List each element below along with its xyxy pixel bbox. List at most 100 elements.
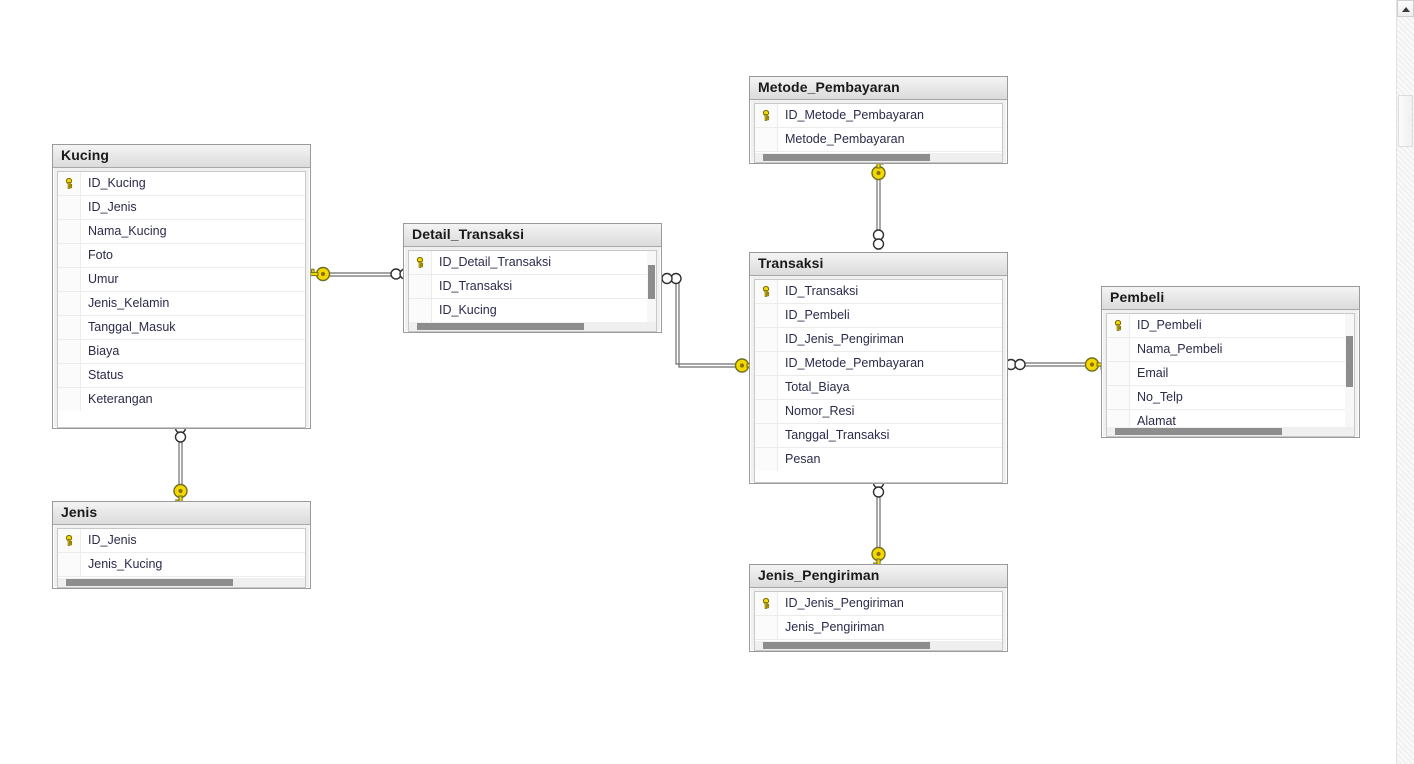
column-label: ID_Kucing [88,176,146,190]
column-label: Biaya [88,344,120,358]
column-row[interactable]: Jenis_Pengiriman [755,616,1002,640]
primary-key-icon [762,110,770,121]
column-gutter [755,352,778,375]
scrollbar-thumb[interactable] [648,265,655,299]
column-gutter [58,316,81,339]
column-gutter [58,268,81,291]
column-gutter [58,553,81,576]
column-row[interactable]: ID_Pembeli [1107,314,1354,338]
column-row[interactable]: ID_Kucing [409,299,656,323]
column-row[interactable]: ID_Transaksi [755,280,1002,304]
column-list-horizontal-scrollbar[interactable] [755,641,1002,650]
column-list-horizontal-scrollbar[interactable] [409,322,656,331]
scrollbar-track[interactable] [1397,17,1414,764]
column-row[interactable]: ID_Kucing [58,172,305,196]
column-gutter [1107,362,1130,385]
column-row[interactable]: ID_Detail_Transaksi [409,251,656,275]
column-list-horizontal-scrollbar[interactable] [1107,427,1354,436]
column-label: ID_Pembeli [1137,318,1202,332]
column-gutter [58,292,81,315]
scrollbar-thumb[interactable] [763,154,930,161]
column-row[interactable]: Nama_Pembeli [1107,338,1354,362]
relationship-metode-pembayaran-transaksi [871,158,886,250]
scroll-up-arrow-icon[interactable] [1397,0,1414,17]
column-row[interactable]: ID_Jenis [58,196,305,220]
column-gutter [1107,386,1130,409]
column-row[interactable]: Foto [58,244,305,268]
scrollbar-thumb[interactable] [1398,95,1413,147]
primary-key-icon [762,286,770,297]
primary-key-icon [65,178,73,189]
column-label: Email [1137,366,1169,380]
column-row[interactable]: No_Telp [1107,386,1354,410]
column-row[interactable]: Metode_Pembayaran [755,128,1002,152]
scrollbar-thumb[interactable] [1115,428,1282,435]
column-row[interactable]: Biaya [58,340,305,364]
column-list-horizontal-scrollbar[interactable] [755,153,1002,162]
column-row[interactable]: ID_Jenis_Pengiriman [755,328,1002,352]
crowsfoot-endpoint-icon [661,272,682,285]
column-row[interactable]: Total_Biaya [755,376,1002,400]
column-gutter [755,128,778,151]
column-row[interactable]: Tanggal_Masuk [58,316,305,340]
column-row[interactable]: ID_Jenis_Pengiriman [755,592,1002,616]
column-label: Tanggal_Transaksi [785,428,890,442]
column-label: ID_Transaksi [439,279,513,293]
column-row[interactable]: ID_Transaksi [409,275,656,299]
column-list-vertical-scrollbar[interactable] [647,251,656,331]
column-row[interactable]: Pesan [755,448,1002,471]
scrollbar-thumb[interactable] [763,642,930,649]
column-row[interactable]: Status [58,364,305,388]
column-row[interactable]: ID_Pembeli [755,304,1002,328]
scrollbar-thumb[interactable] [1346,336,1353,387]
column-gutter [1107,338,1130,361]
column-row[interactable]: Jenis_Kucing [58,553,305,577]
column-row[interactable]: Nama_Kucing [58,220,305,244]
column-label: ID_Detail_Transaksi [439,255,552,269]
column-row[interactable]: Tanggal_Transaksi [755,424,1002,448]
canvas-vertical-scrollbar[interactable] [1396,0,1414,764]
column-label: ID_Jenis [88,533,137,547]
column-row[interactable]: ID_Metode_Pembayaran [755,104,1002,128]
column-label: Metode_Pembayaran [785,132,905,146]
relationship-transaksi-jenis-pengiriman [871,477,886,569]
relationship-transaksi-pembeli [1005,357,1107,372]
column-label: Foto [88,248,114,262]
column-label: ID_Kucing [439,303,497,317]
column-row[interactable]: Email [1107,362,1354,386]
pk-cell [409,251,432,274]
scrollbar-thumb[interactable] [66,579,233,586]
column-label: Nama_Kucing [88,224,167,238]
column-list-horizontal-scrollbar[interactable] [58,578,305,587]
column-list-vertical-scrollbar[interactable] [1345,314,1354,436]
column-gutter [755,616,778,639]
column-row[interactable]: ID_Jenis [58,529,305,553]
column-row[interactable]: ID_Metode_Pembayaran [755,352,1002,376]
table-title-jenis: Jenis [53,502,310,525]
column-row[interactable]: Jenis_Kelamin [58,292,305,316]
column-row[interactable]: Nomor_Resi [755,400,1002,424]
column-label: Jenis_Kelamin [88,296,170,310]
column-label: ID_Pembeli [785,308,850,322]
column-row[interactable]: Umur [58,268,305,292]
crowsfoot-endpoint-icon [1005,358,1026,371]
scrollbar-thumb[interactable] [417,323,584,330]
column-gutter [58,388,81,411]
column-gutter [755,424,778,447]
column-row[interactable]: Keterangan [58,388,305,411]
